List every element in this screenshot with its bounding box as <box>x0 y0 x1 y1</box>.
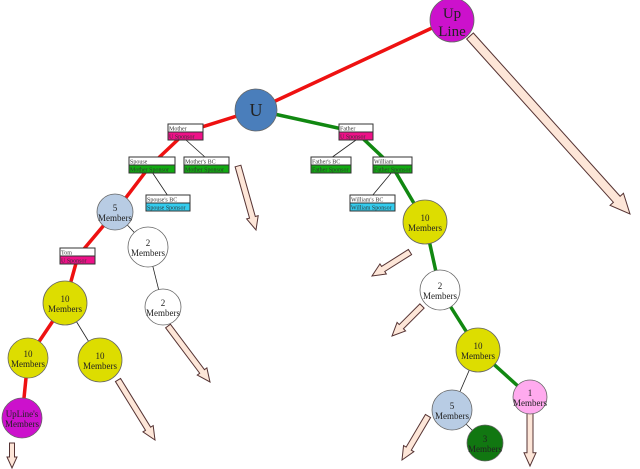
node-label: 5 <box>113 203 118 213</box>
member-box-father[interactable]: Father U Sponsor <box>338 123 374 141</box>
down-arrow-icon <box>114 377 156 442</box>
node-label: 10 <box>96 351 106 361</box>
node-label: Members <box>146 308 180 318</box>
node-label: UpLine's <box>6 409 39 419</box>
node-label: 5 <box>450 401 455 411</box>
node-label: Members <box>435 411 469 421</box>
node-label: Members <box>48 304 82 314</box>
node-label: 2 <box>161 298 166 308</box>
member-name: William <box>374 160 394 166</box>
node-label: 2 <box>146 238 151 248</box>
node-label: 3 <box>483 434 488 444</box>
node-label: 10 <box>474 341 484 351</box>
member-name: Mother <box>169 127 187 133</box>
node-label: Members <box>408 223 442 233</box>
node-label: Members <box>83 361 117 371</box>
node-label: 10 <box>421 213 431 223</box>
down-arrow-icon <box>523 411 537 468</box>
down-arrow-icon <box>6 442 18 469</box>
member-box-fatherBC[interactable]: Father's BC Father Sponsor <box>310 156 352 174</box>
member-name: William's BC <box>351 198 383 204</box>
node-label: 2 <box>438 281 443 291</box>
member-box-williamBC[interactable]: William's BC William Sponsor <box>349 194 396 212</box>
member-name: Spouse <box>130 160 148 166</box>
node-label: Members <box>513 398 547 408</box>
member-box-mother[interactable]: Mother U Sponsor <box>167 123 204 141</box>
member-name: Father's BC <box>312 160 340 166</box>
member-box-tom[interactable]: Tom U Sponsor <box>59 247 96 265</box>
node-label: Members <box>461 351 495 361</box>
member-name: Spouse's BC <box>147 198 177 204</box>
sponsor-label: William Sponsor <box>351 206 392 212</box>
member-box-spouseBC[interactable]: Spouse's BC Spouse Sponsor <box>145 194 191 212</box>
node-label: Members <box>5 419 39 429</box>
member-circles: UpLineU5Members2Members2Members10Members… <box>1 0 547 462</box>
node-upline[interactable]: UpLine <box>429 0 475 43</box>
node-label: Members <box>131 248 165 258</box>
node-label: 1 <box>528 388 533 398</box>
sponsor-label: U Sponsor <box>169 135 195 141</box>
sponsor-label: Mother Sponsor <box>130 168 169 174</box>
node-label: Up <box>443 6 461 22</box>
down-arrow-icon <box>164 323 211 383</box>
down-arrow-icon <box>465 32 631 215</box>
node-label: Members <box>423 291 457 301</box>
node-label: Members <box>468 444 502 454</box>
down-arrow-icon <box>370 248 413 277</box>
down-arrow-icon <box>401 413 432 462</box>
connector-line <box>151 171 169 197</box>
sponsor-label: Mother Sponsor <box>185 168 224 174</box>
node-label: 10 <box>61 294 71 304</box>
down-arrow-icon <box>391 303 425 337</box>
node-label: Members <box>98 213 132 223</box>
node-u[interactable]: U <box>234 88 278 132</box>
node-label: U <box>250 100 263 120</box>
sponsor-label: Father Sponsor <box>312 168 349 174</box>
down-arrow-icon <box>234 164 259 232</box>
member-box-motherBC[interactable]: Mother's BC Mother Sponsor <box>183 156 230 174</box>
node-label: Members <box>11 359 45 369</box>
connector-line <box>371 171 393 197</box>
node-label: Line <box>438 24 466 40</box>
sponsor-label: U Sponsor <box>340 135 366 141</box>
sponsor-label: Father Sponsor <box>374 168 411 174</box>
member-name: Mother's BC <box>185 160 216 166</box>
connector-line <box>185 139 207 159</box>
arrows <box>6 32 631 469</box>
node-label: 10 <box>24 349 34 359</box>
sponsor-label: U Sponsor <box>61 259 87 265</box>
member-name: Tom <box>61 251 72 257</box>
member-name: Father <box>340 127 355 133</box>
connector-line <box>330 139 357 159</box>
sponsor-label: Spouse Sponsor <box>147 206 186 212</box>
